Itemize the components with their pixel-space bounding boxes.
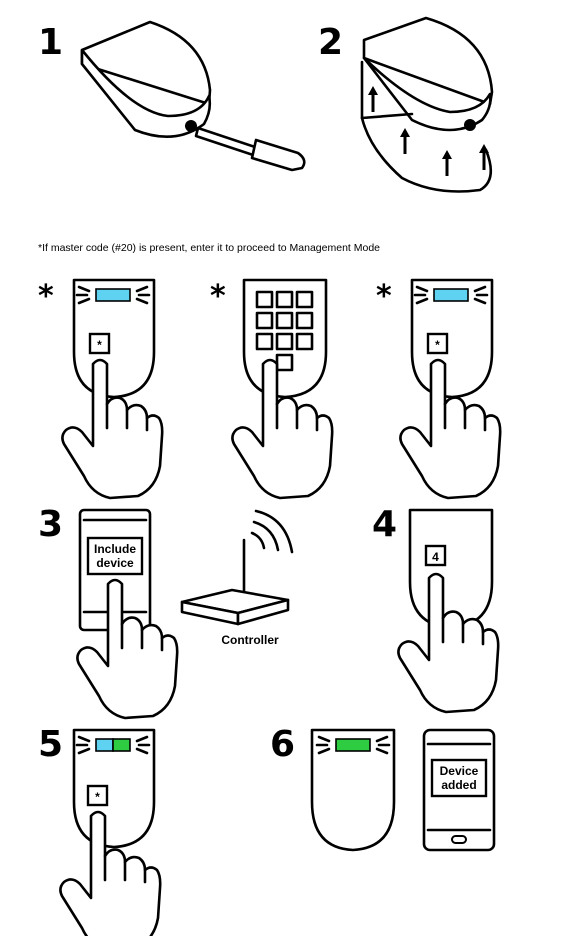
star-step-marker: * [38,279,54,314]
release-screw-2 [464,119,476,131]
keypad-icon [255,290,314,372]
step-number-6: 6 [270,724,295,765]
key-4-button[interactable] [424,544,447,567]
star-step-marker: * [376,279,392,314]
star-key-button[interactable] [426,332,449,355]
star-key-button[interactable] [86,784,109,807]
include-device-line2: device [96,556,134,570]
release-screw [185,120,197,132]
include-device-button[interactable] [86,536,144,576]
device-added-line2: added [441,778,476,792]
led-indicator-icon [112,738,131,752]
wifi-signal-icon [250,509,294,554]
key-4-label: 4 [432,550,439,564]
star-key-button[interactable] [88,332,111,355]
step-number-1: 1 [38,22,63,63]
keypad-device [408,508,494,630]
led-indicator-icon [433,288,469,302]
arrow-up-icon [442,150,452,176]
step-number-5: 5 [38,724,63,765]
led-indicator-icon [335,738,371,752]
star-key-label: * [97,338,102,352]
device-housing-open [80,20,212,139]
led-indicator-icon [95,738,114,752]
arrow-up-icon [400,128,410,154]
star-key-label: * [95,790,100,804]
led-indicator-icon [95,288,131,302]
master-code-note: *If master code (#20) is present, enter … [38,242,380,254]
screwdriver-icon [194,126,306,172]
step-number-4: 4 [372,504,397,545]
router-icon [180,538,290,626]
arrow-up-icon [368,86,378,112]
star-key-label: * [435,338,440,352]
device-housing-lifted [360,16,494,193]
device-added-message [430,758,488,798]
step-number-2: 2 [318,22,343,63]
include-device-line1: Include [94,542,136,556]
star-step-marker: * [210,279,226,314]
step-number-3: 3 [38,504,63,545]
device-added-line1: Device [440,764,479,778]
lock-device [310,728,396,852]
controller-label: Controller [221,633,279,647]
